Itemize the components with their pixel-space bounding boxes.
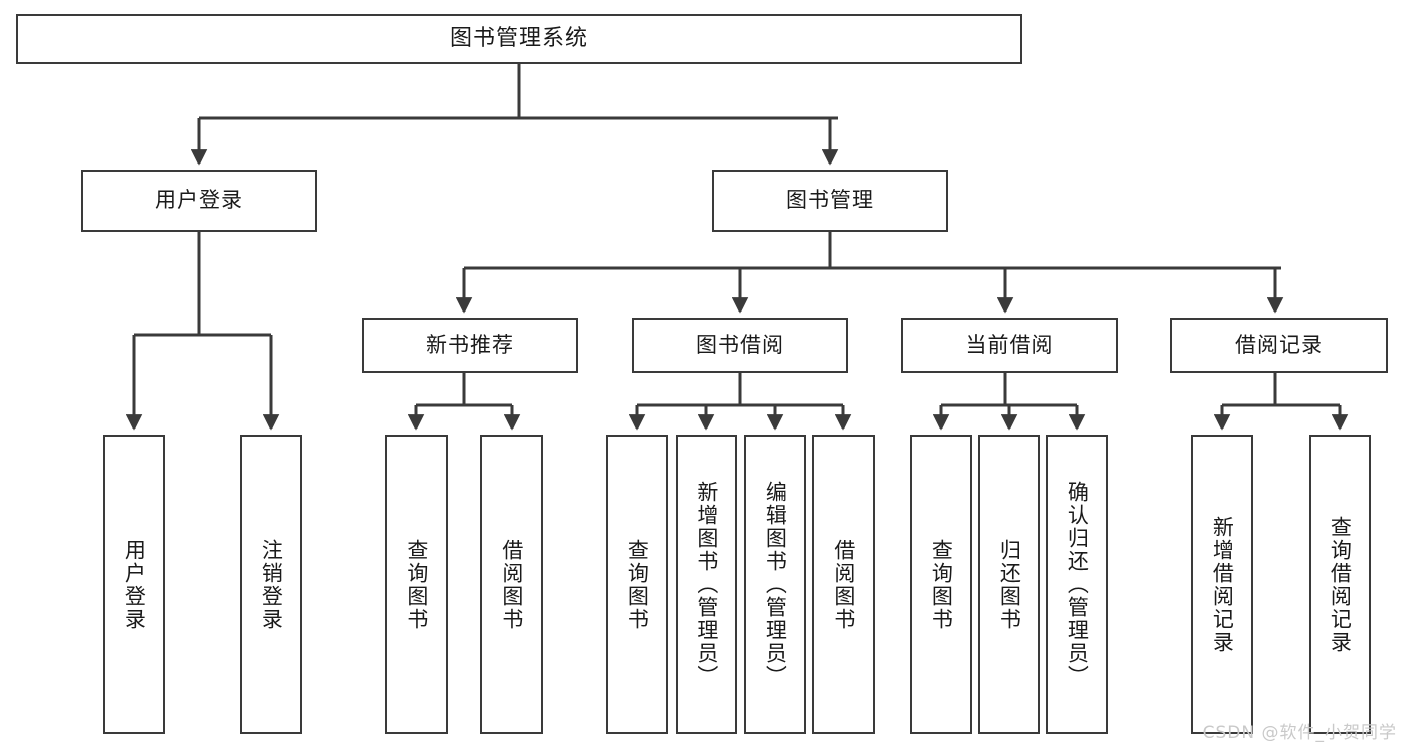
leaf-user-login[interactable]: 用户登录 — [103, 435, 165, 734]
leaf-borrow-query-book[interactable]: 查询图书 — [606, 435, 668, 734]
node-label: 图书管理 — [786, 188, 874, 213]
leaf-current-confirm-return-admin[interactable]: 确认归还（管理员） — [1046, 435, 1108, 734]
node-label: 借阅记录 — [1235, 332, 1323, 357]
node-label: 新增图书（管理员） — [694, 481, 719, 688]
leaf-borrow-borrow-book[interactable]: 借阅图书 — [812, 435, 875, 734]
node-borrow-record[interactable]: 借阅记录 — [1170, 318, 1388, 373]
leaf-record-add-record[interactable]: 新增借阅记录 — [1191, 435, 1253, 734]
leaf-current-return-book[interactable]: 归还图书 — [978, 435, 1040, 734]
node-label: 新增借阅记录 — [1210, 515, 1235, 654]
node-label: 新书推荐 — [426, 332, 514, 357]
node-label: 查询图书 — [404, 538, 429, 631]
node-label: 用户登录 — [122, 538, 147, 631]
node-label: 编辑图书（管理员） — [763, 481, 788, 688]
node-label: 归还图书 — [997, 538, 1022, 631]
node-label: 当前借阅 — [965, 332, 1054, 357]
node-label: 借阅图书 — [499, 538, 524, 631]
node-label: 用户登录 — [155, 188, 243, 213]
leaf-recommend-borrow-book[interactable]: 借阅图书 — [480, 435, 543, 734]
node-book-management[interactable]: 图书管理 — [712, 170, 948, 232]
leaf-recommend-query-book[interactable]: 查询图书 — [385, 435, 448, 734]
node-current-borrow[interactable]: 当前借阅 — [901, 318, 1118, 373]
node-label: 查询图书 — [625, 538, 650, 631]
leaf-record-query-record[interactable]: 查询借阅记录 — [1309, 435, 1371, 734]
leaf-borrow-edit-book-admin[interactable]: 编辑图书（管理员） — [744, 435, 806, 734]
node-label: 注销登录 — [259, 538, 284, 631]
node-new-book-recommend[interactable]: 新书推荐 — [362, 318, 578, 373]
node-label: 确认归还（管理员） — [1065, 481, 1090, 688]
leaf-borrow-add-book-admin[interactable]: 新增图书（管理员） — [676, 435, 737, 734]
leaf-user-logout[interactable]: 注销登录 — [240, 435, 302, 734]
node-label: 图书借阅 — [696, 332, 784, 357]
leaf-current-query-book[interactable]: 查询图书 — [910, 435, 972, 734]
node-label: 借阅图书 — [831, 538, 856, 631]
node-root-system[interactable]: 图书管理系统 — [16, 14, 1022, 64]
node-label: 图书管理系统 — [449, 25, 588, 51]
node-label: 查询图书 — [929, 538, 954, 631]
node-label: 查询借阅记录 — [1328, 515, 1353, 654]
node-user-login[interactable]: 用户登录 — [81, 170, 317, 232]
node-book-borrow[interactable]: 图书借阅 — [632, 318, 848, 373]
